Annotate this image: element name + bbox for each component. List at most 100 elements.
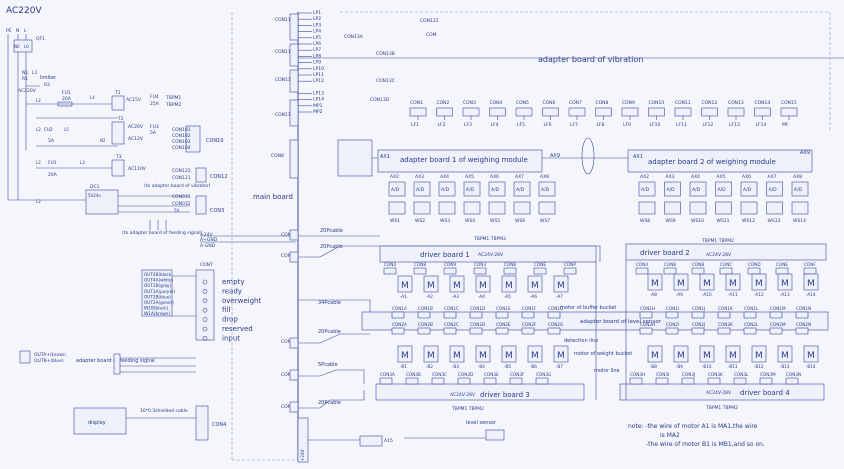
- driver-con-label: CON3E: [484, 372, 499, 377]
- weighing-board-2: [627, 149, 813, 173]
- lp-label: LP6: [313, 41, 321, 47]
- motor-label: -A3: [452, 294, 459, 299]
- con2a-label: CON2A: [281, 339, 298, 345]
- driver-connector: [547, 311, 561, 319]
- driver-con-label: CON2J: [692, 322, 705, 327]
- feeding-adapter-wires: [120, 357, 196, 373]
- con7-output-list: OUT4B(blackOUT4A(white)OUT3B(gray)OUT3A(…: [144, 272, 176, 316]
- con13c-label: CON13C: [376, 78, 395, 84]
- ax-label: AX5: [717, 174, 726, 180]
- vibration-connector: [648, 107, 665, 117]
- con10-label: CON10: [206, 138, 224, 144]
- motor-glyph: M: [755, 279, 763, 289]
- driver-con-label: CON2M: [770, 322, 786, 327]
- motor-label: -B13: [780, 364, 790, 369]
- con1b-plug: [289, 251, 299, 263]
- con10-group: CON101 CON102 CON103 CON104 CON10 CON122…: [122, 125, 296, 249]
- con7-signal-label: reserved: [222, 325, 253, 333]
- adapter-vibration-label: adapter board of vibration: [538, 55, 643, 64]
- ws-label: WS8: [640, 218, 650, 224]
- motor-label: -B12: [754, 364, 764, 369]
- driver-connector: [443, 327, 457, 335]
- con7-terminal: [202, 326, 208, 332]
- vibration-lf-label: LF6: [544, 122, 552, 128]
- ac12v-label: AC12V: [128, 136, 144, 142]
- driver-connector: [495, 311, 509, 319]
- ad-converter: [438, 181, 456, 197]
- feeding-adapter-plug: [113, 353, 121, 375]
- con7-output-label: OUT2A(green): [144, 300, 174, 305]
- con7-output-label: OUT4B(black: [144, 272, 172, 277]
- p20-3-label: 20Pcable: [318, 329, 341, 335]
- vibration-lf-label: MF: [782, 122, 789, 128]
- motor-label: -A9: [676, 292, 683, 297]
- motor-glyph: M: [427, 281, 435, 291]
- con13d-label: CON13D: [370, 97, 390, 103]
- n0-label: N0: [14, 44, 20, 49]
- vibration-lf-label: LF3: [464, 122, 472, 128]
- driver-con-label: CON3L: [734, 372, 749, 377]
- driver-con-label: CON1G: [548, 306, 563, 311]
- driver-con-label: CONE: [534, 262, 546, 267]
- con7-signal-label: ready: [222, 287, 242, 295]
- ax-label: AX3: [666, 174, 675, 180]
- ac220-label: AC220V: [18, 88, 37, 94]
- vibration-con-label: CON13: [728, 100, 744, 106]
- driver-con-label: CON2G: [548, 322, 563, 327]
- vibration-con-label: CON2: [437, 100, 450, 106]
- vibration-con-label: CON11: [675, 100, 691, 106]
- motor-glyph: M: [781, 279, 789, 289]
- p20-4-label: 20Pcable: [318, 400, 341, 406]
- driver-connector: [443, 311, 457, 319]
- vibration-lf-label: LF8: [597, 122, 605, 128]
- ad-converter: [413, 181, 431, 197]
- con8-plug: [289, 139, 299, 179]
- con7-signal-label: drop: [222, 316, 238, 324]
- motor-glyph: M: [453, 351, 461, 361]
- driver-con-label: CON1I: [666, 306, 679, 311]
- dc1-label: DC1: [90, 184, 100, 190]
- ad-label: A/D: [491, 187, 500, 193]
- ad-label: A/D: [466, 187, 475, 193]
- con12-label: CON12: [210, 174, 228, 180]
- driver-connector: [469, 311, 483, 319]
- l2d-label: L2: [36, 199, 41, 204]
- motor-weight-label: motor of weight bucket: [574, 351, 632, 357]
- detection-line-label: detection line: [564, 338, 598, 344]
- con11b-label: CON11B: [275, 49, 294, 55]
- lp-label: LP4: [313, 29, 321, 35]
- weighing-cell-list: AX2A/DWS1AX3A/DWS2AX4A/DWS3AX5A/DWS4AX6A…: [388, 174, 809, 224]
- driver-con-label: CON3C: [432, 372, 447, 377]
- driver-con-label: CONP: [564, 262, 576, 267]
- fu2-label: FU2: [44, 127, 53, 133]
- tbpm-3-label: TBPM1 TBPM2: [451, 406, 484, 412]
- motor-glyph: M: [781, 351, 789, 361]
- con1a-plug: [289, 229, 299, 241]
- motor-glyph: M: [703, 351, 711, 361]
- driver-connector: [691, 267, 705, 275]
- weighing-group: adapter board 1 of weighing module AX1 A…: [337, 137, 813, 177]
- driver-connector: [691, 327, 705, 335]
- motor-glyph: M: [557, 351, 565, 361]
- ad-converter: [740, 181, 758, 197]
- weighing-board-1: [377, 149, 543, 173]
- ad-label: A/D: [641, 187, 650, 193]
- ad-converter: [513, 181, 531, 197]
- outa-label: OUTA+(brown: [34, 352, 66, 358]
- con7-terminal: [202, 298, 208, 304]
- con031-label: CON031: [172, 194, 191, 200]
- display-label: display: [88, 420, 106, 426]
- driver-connector: [495, 327, 509, 335]
- weight-sensor: [664, 201, 681, 215]
- p34-label: 34Pcable: [318, 300, 341, 306]
- lp-label: LP1: [313, 10, 321, 16]
- tbpm-2-label: TBPM1 TBPM2: [701, 238, 734, 244]
- motor-label: -A6: [530, 294, 537, 299]
- a-gnd2-label: A-GND: [200, 243, 216, 249]
- vibration-con-label: CON9: [622, 100, 635, 106]
- motor-label: -B3: [452, 364, 459, 369]
- lp-label: LP3: [313, 22, 321, 28]
- dc-input-label: 5V24v: [88, 193, 101, 198]
- driver-connector: [663, 267, 677, 275]
- driver-connector: [803, 267, 817, 275]
